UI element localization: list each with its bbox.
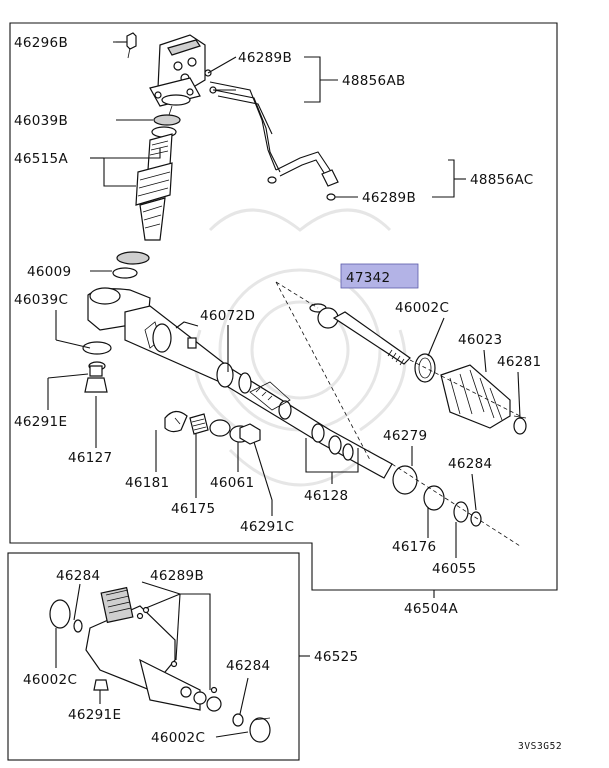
label-46525: 46525 [314, 649, 358, 665]
label-46284-inset-right: 46284 [226, 658, 270, 674]
label-46284-right: 46284 [448, 456, 492, 472]
label-46291E-inset: 46291E [68, 707, 121, 723]
main-frame [9, 22, 558, 591]
label-46176: 46176 [392, 539, 436, 555]
label-46281: 46281 [497, 354, 541, 370]
part-labels: 46296B 46289B 48856AB 46039B 46515A 4885… [14, 35, 562, 752]
label-48856AC: 48856AC [470, 172, 533, 188]
pressure-tubes [204, 69, 339, 201]
label-46127: 46127 [68, 450, 112, 466]
label-46291E-top: 46291E [14, 414, 67, 430]
label-46289B-top: 46289B [238, 50, 292, 66]
rack-housing [82, 287, 393, 479]
valve-housing [112, 32, 206, 279]
label-46128: 46128 [304, 488, 348, 504]
inset-valve-body [49, 586, 271, 743]
label-46296B: 46296B [14, 35, 68, 51]
label-46504A: 46504A [404, 601, 458, 617]
label-46289B-mid: 46289B [362, 190, 416, 206]
dashed-guides [275, 281, 521, 547]
plug-and-spring [164, 410, 261, 445]
label-46002C-inset-bottom: 46002C [151, 730, 205, 746]
label-46175: 46175 [171, 501, 215, 517]
label-46284-inset-top: 46284 [56, 568, 100, 584]
label-46023: 46023 [458, 332, 502, 348]
label-46181: 46181 [125, 475, 169, 491]
label-46009: 46009 [27, 264, 71, 280]
label-46039B: 46039B [14, 113, 68, 129]
label-46279: 46279 [383, 428, 427, 444]
label-46515A: 46515A [14, 151, 68, 167]
label-47342: 47342 [346, 270, 390, 286]
highlight-47342 [340, 263, 419, 289]
label-46039C: 46039C [14, 292, 68, 308]
label-46055: 46055 [432, 561, 476, 577]
label-46072D: 46072D [200, 308, 255, 324]
inset-leader-lines [55, 581, 310, 738]
watermark-emblem [193, 208, 407, 487]
label-46291C: 46291C [240, 519, 294, 535]
label-48856AB: 48856AB [342, 73, 406, 89]
label-46289B-inset: 46289B [150, 568, 204, 584]
tie-rod [309, 303, 411, 366]
label-46002C-inset-left: 46002C [23, 672, 77, 688]
label-46002C-top: 46002C [395, 300, 449, 316]
leader-lines [47, 41, 521, 598]
label-46061: 46061 [210, 475, 254, 491]
diagram-code: 3VS3G52 [518, 741, 562, 752]
